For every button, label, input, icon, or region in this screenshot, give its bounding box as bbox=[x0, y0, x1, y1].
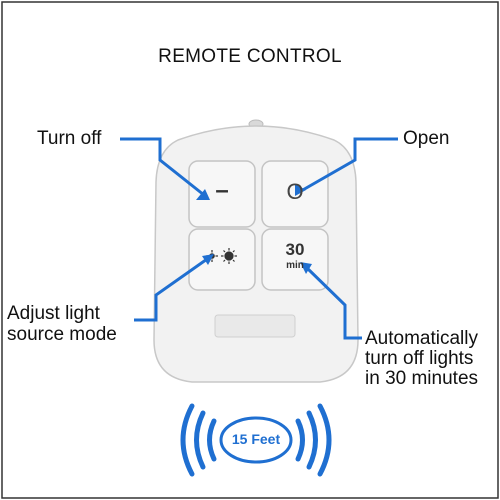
remote-battery-slot bbox=[214, 314, 296, 338]
minus-icon: – bbox=[215, 177, 229, 204]
turn-off-label: Turn off bbox=[37, 128, 102, 149]
callout-arrowheads bbox=[196, 184, 312, 274]
callout-adjust bbox=[134, 255, 211, 322]
callout-open bbox=[300, 137, 398, 193]
range-text: 15 Feet bbox=[231, 431, 281, 447]
circle-icon: O bbox=[286, 179, 304, 204]
callout-lines bbox=[120, 137, 398, 340]
timer-value: 30 bbox=[285, 240, 305, 259]
callout-timer bbox=[304, 265, 362, 340]
signal-waves-icon bbox=[180, 403, 332, 477]
timer-unit: min bbox=[286, 260, 304, 271]
timer-button[interactable] bbox=[261, 228, 329, 291]
turn-off-button[interactable] bbox=[188, 160, 256, 228]
auto-label-line3: in 30 minutes bbox=[365, 368, 479, 389]
callout-turn-off bbox=[120, 137, 205, 197]
range-badge bbox=[219, 416, 293, 464]
auto-label-line2: turn off lights bbox=[365, 348, 474, 369]
mode-button[interactable] bbox=[188, 228, 256, 291]
adjust-label-line1: Adjust light bbox=[7, 303, 100, 324]
auto-label-line1: Automatically bbox=[365, 328, 478, 349]
page-title: REMOTE CONTROL bbox=[158, 46, 342, 67]
adjust-label-line2: source mode bbox=[7, 324, 117, 345]
open-label: Open bbox=[403, 128, 450, 149]
